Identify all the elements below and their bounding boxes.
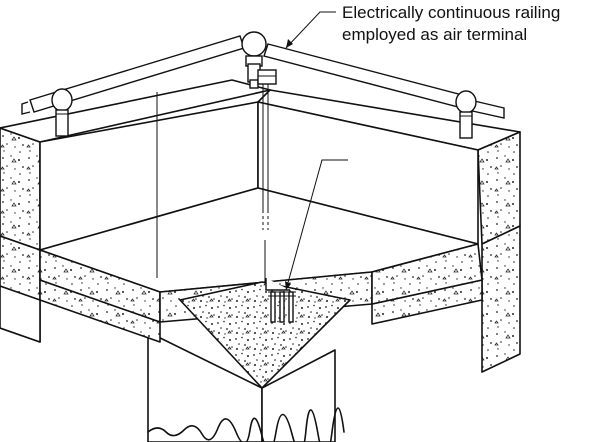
leader-arrowhead (286, 39, 293, 48)
railing-corner-post (241, 31, 267, 89)
leader-arrowhead (285, 281, 291, 290)
slab-cut-section (179, 281, 351, 389)
callout-line-2: employed as air terminal (342, 25, 527, 44)
leader-lines (285, 11, 348, 291)
railing-callout: Electrically continuous railing employed… (342, 3, 560, 44)
callout-line-1: Electrically continuous railing (342, 3, 560, 22)
railing-post (51, 88, 73, 137)
left-wall (0, 79, 271, 343)
parapet-inner-faces (39, 101, 479, 251)
railing-air-terminal (21, 31, 505, 139)
down-conductor (156, 80, 296, 323)
railing-post (455, 90, 477, 139)
break-line (147, 407, 345, 442)
conductor-bracket (257, 69, 277, 85)
lower-column (147, 331, 345, 442)
